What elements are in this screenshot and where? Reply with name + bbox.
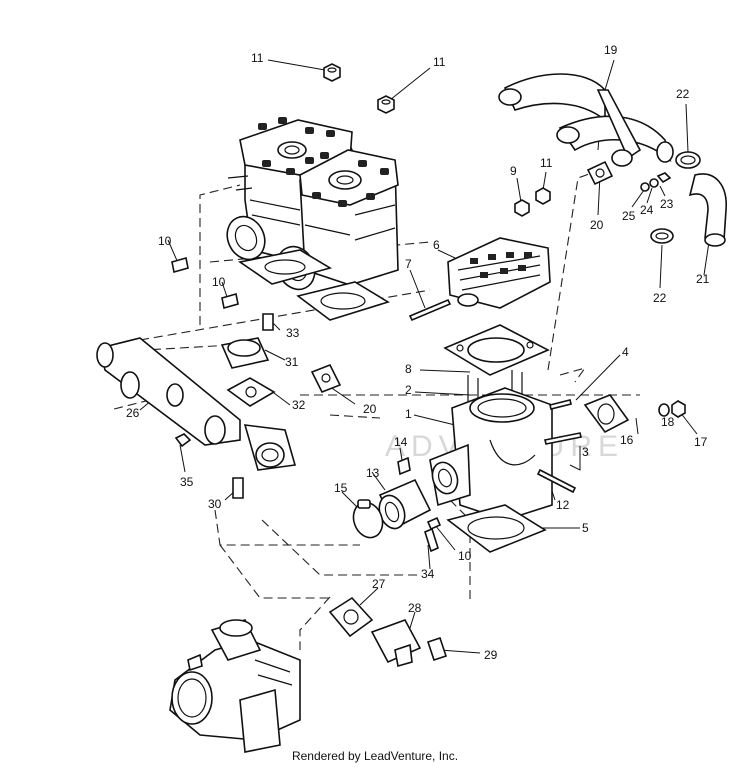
bolts-14-34-10 — [397, 456, 442, 553]
nut-11 — [323, 63, 551, 217]
callout-24: 24 — [640, 203, 654, 217]
callout-30: 30 — [208, 497, 222, 511]
callout-26: 26 — [126, 406, 140, 420]
callout-22: 22 — [676, 87, 690, 101]
exhaust-gasket-20-left — [310, 363, 342, 394]
spring-washer-hardware — [640, 172, 672, 192]
callout-6: 6 — [433, 238, 440, 252]
cover-28 — [370, 619, 422, 668]
callout-22: 22 — [653, 291, 667, 305]
carburetor — [169, 619, 301, 753]
misc-fasteners-left — [171, 256, 274, 499]
clamp-22-top — [675, 151, 701, 169]
callout-8: 8 — [405, 362, 412, 376]
callout-7: 7 — [405, 257, 412, 271]
callout-20: 20 — [363, 402, 377, 416]
callout-14: 14 — [394, 435, 408, 449]
footer-credit: Rendered by LeadVenture, Inc. — [291, 749, 459, 763]
callout-5: 5 — [582, 521, 589, 535]
cylinder-1 — [429, 387, 553, 521]
washer-18 — [658, 403, 670, 417]
callout-11: 11 — [433, 55, 446, 69]
callout-10: 10 — [458, 549, 472, 563]
base-gasket-5 — [446, 504, 547, 553]
callout-11: 11 — [251, 51, 264, 65]
base-gaskets-left — [237, 249, 390, 321]
cylinder-assembly-left — [226, 117, 399, 291]
callout-23: 23 — [660, 197, 674, 211]
stud-7 — [408, 298, 452, 322]
callout-35: 35 — [180, 475, 194, 489]
callout-25: 25 — [622, 209, 636, 223]
hose-21 — [688, 173, 727, 247]
nut-17 — [671, 400, 686, 418]
flange-31 — [220, 337, 270, 369]
studs-3-12 — [536, 399, 582, 494]
callout-13: 13 — [366, 466, 380, 480]
callout-21: 21 — [696, 272, 710, 286]
callout-17: 17 — [694, 435, 708, 449]
gasket-27 — [328, 596, 374, 638]
callout-19: 19 — [604, 43, 618, 57]
callout-10: 10 — [158, 234, 172, 248]
callout-20: 20 — [590, 218, 604, 232]
callout-12: 12 — [556, 498, 570, 512]
callout-labels: 11 11 19 22 9 11 23 24 25 20 10 6 7 21 1… — [126, 43, 710, 662]
callout-10: 10 — [212, 275, 226, 289]
callout-3: 3 — [582, 445, 589, 459]
callout-28: 28 — [408, 601, 422, 615]
exhaust-manifold-26 — [96, 337, 297, 471]
callout-11: 11 — [540, 156, 553, 170]
clamp-22-bottom — [650, 228, 674, 244]
callout-9: 9 — [510, 164, 517, 178]
callout-16: 16 — [620, 433, 634, 447]
callout-18: 18 — [661, 415, 675, 429]
clamp-15 — [352, 499, 384, 539]
exhaust-gasket-16 — [583, 394, 630, 434]
head-gasket-8 — [443, 324, 550, 376]
callout-33: 33 — [286, 326, 300, 340]
exhaust-gasket-20-right — [586, 160, 614, 186]
bolt-29 — [426, 636, 448, 662]
callout-32: 32 — [292, 398, 306, 412]
callout-31: 31 — [285, 355, 299, 369]
callout-27: 27 — [372, 577, 386, 591]
callout-4: 4 — [622, 345, 629, 359]
cylinder-head-6 — [447, 237, 551, 309]
callout-1: 1 — [405, 407, 412, 421]
callout-29: 29 — [484, 648, 498, 662]
callout-2: 2 — [405, 383, 412, 397]
callout-34: 34 — [421, 567, 435, 581]
intake-boot-13 — [378, 478, 432, 530]
exhaust-pipe-19 — [498, 73, 674, 167]
callout-15: 15 — [334, 481, 348, 495]
gasket-32 — [226, 377, 276, 407]
